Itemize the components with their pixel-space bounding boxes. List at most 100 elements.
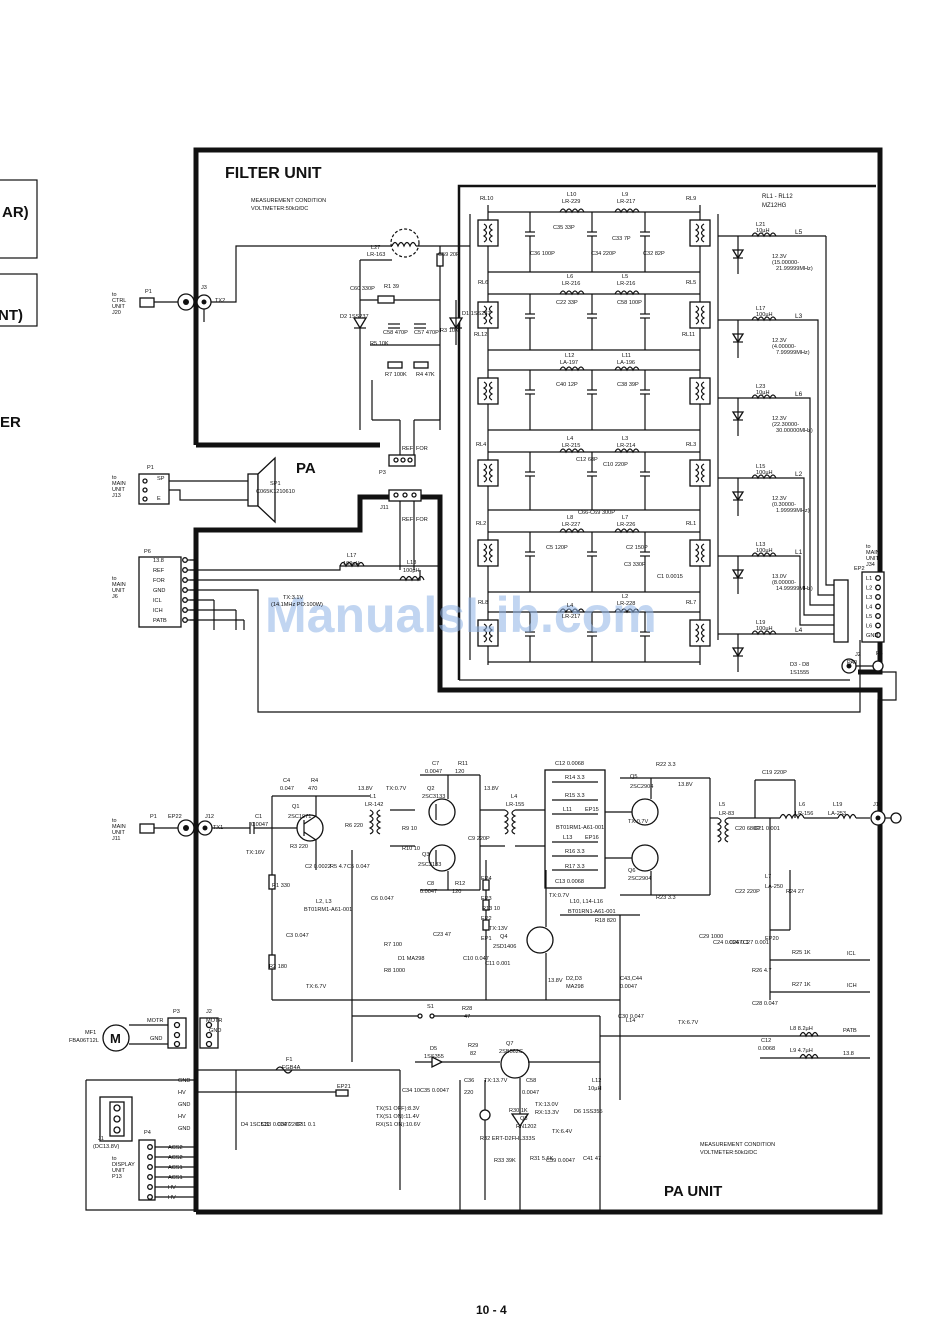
- filter-label-36: RL2: [476, 521, 486, 527]
- band-line-4: L1: [795, 549, 803, 556]
- sp-main: MAIN: [112, 481, 126, 487]
- pa-label-52: C11 0.001: [485, 961, 510, 967]
- filter-label-59: D2 1SS237: [340, 314, 369, 320]
- band-choke-val-3: 100µH: [756, 470, 773, 476]
- pa-amplifier: to MAIN UNIT J11: [112, 671, 902, 1210]
- fan-motor: M: [102, 1017, 219, 1052]
- filter-label-58: R4 47K: [416, 372, 435, 378]
- filter-label-9: C34 220P: [591, 251, 616, 257]
- pa-label-166: J1: [98, 1136, 104, 1142]
- pa-label-135: 10µH: [588, 1086, 602, 1092]
- pa-label-192: J3: [201, 285, 207, 291]
- filter-label-54: R1 39: [384, 284, 399, 290]
- band-range2-4: 14.99999MHz): [776, 586, 813, 592]
- pa-label-153: EP21: [337, 1084, 351, 1090]
- pa-unit-title: PA UNIT: [664, 1183, 722, 1200]
- pa-label-112: 0.0068: [758, 1046, 775, 1052]
- p2-to: to: [866, 544, 871, 550]
- pa-label-178: REF: [402, 446, 414, 452]
- filter-lpf-network: [469, 205, 790, 665]
- sp-j13: J13: [112, 493, 121, 499]
- p4-pin-1: ACS2: [168, 1155, 183, 1161]
- pa-label-130: C58: [526, 1078, 536, 1084]
- filter-measurement-condition: MEASUREMENT CONDITION: [251, 198, 326, 204]
- edge-fragment-1: AR): [2, 204, 29, 221]
- pa-label-15: R5 4.7: [330, 864, 346, 870]
- ctrl-unit: UNIT: [112, 304, 125, 310]
- pa-label-200: J13: [873, 802, 882, 808]
- pa-label-69: TX:0.7V: [549, 893, 569, 899]
- pa-label-78: Q5: [630, 774, 637, 780]
- p4-pin-4: HV: [168, 1185, 176, 1191]
- filter-label-33: C12 68P: [576, 457, 598, 463]
- p2-pin-2: L3: [866, 595, 872, 601]
- pa-label-137: TX(S1 ON):11.4V: [376, 1114, 420, 1120]
- pa-label-172: SP: [157, 476, 165, 482]
- pa-label-167: (DC13.8V): [93, 1144, 120, 1150]
- pa-label-96: LA-250: [765, 884, 783, 890]
- pa-label-72: R18 820: [595, 918, 616, 924]
- pa-label-84: R23 3.3: [656, 895, 676, 901]
- pa-label-5: TX:0.7V: [386, 786, 406, 792]
- pa-label-145: D6 1SS355: [574, 1109, 603, 1115]
- ctrl-input: to CTRL UNIT J20: [112, 245, 392, 322]
- filter-label-15: LR-216: [617, 281, 635, 287]
- pa-label-66: R16 3.3: [565, 849, 585, 855]
- p5-pin-4: ICL: [153, 598, 162, 604]
- pa-label-12: R6 220: [345, 823, 363, 829]
- j1-pin-1: HV: [178, 1090, 186, 1096]
- pa-label-29: C7: [432, 761, 439, 767]
- band-voltage-4: 13.0V: [772, 574, 787, 580]
- pa-label-165: GND: [209, 1028, 221, 1034]
- filter-label-25: C40 12P: [556, 382, 578, 388]
- pa-label-73: D2,D3: [566, 976, 582, 982]
- pa-label-43: C9 220P: [468, 836, 490, 842]
- band-choke-val-1: 100µH: [756, 312, 773, 318]
- pa-label-2: R4: [311, 778, 318, 784]
- pa-label-193: TX2: [215, 298, 225, 304]
- pa-label-103: R25 1K: [792, 950, 811, 956]
- filter-label-1: L10: [567, 192, 576, 198]
- display-to: to: [112, 1156, 117, 1162]
- pa-label-189: J12: [205, 814, 214, 820]
- pa-label-134: L12: [592, 1078, 601, 1084]
- filter-label-29: LR-215: [562, 443, 580, 449]
- pa-label-114: 13.8: [843, 1051, 854, 1057]
- relay-reference: RL1 - RL12: [762, 194, 793, 200]
- pa-label-154: D4 1SC511: [241, 1122, 270, 1128]
- filter-unit-title: FILTER UNIT: [225, 165, 322, 182]
- pa-label-110: PATB: [843, 1028, 857, 1034]
- pa-label-36: R10 10: [402, 846, 420, 852]
- band-choke-1: L17: [756, 306, 765, 312]
- p5-pin-6: PATB: [153, 618, 167, 624]
- filter-label-18: C58 100P: [617, 300, 642, 306]
- pa-label-147: R33 39K: [494, 1158, 516, 1164]
- pa-label-63: BT01RM1-A61-001: [556, 825, 604, 831]
- p2-pin-5: L6: [866, 624, 872, 630]
- pa-label-121: D5: [430, 1046, 437, 1052]
- filter-label-44: C3 330P: [624, 562, 646, 568]
- band-choke-3: L15: [756, 464, 765, 470]
- pa-label-197: P5: [876, 651, 883, 657]
- filter-label-5: RL9: [686, 196, 696, 202]
- band-range-0: (15.00000-: [772, 260, 799, 266]
- speaker: to MAIN UNIT J13: [112, 456, 276, 524]
- p5-j6: J6: [112, 594, 118, 600]
- pa-label-38: 0.0047: [420, 889, 437, 895]
- band-choke-val-4: 100µH: [756, 548, 773, 554]
- p5-pin-5: ICH: [153, 608, 163, 614]
- pa-label-116: C30 0.047: [618, 1014, 644, 1020]
- pa-label-187: P1: [150, 814, 157, 820]
- pa-label-129: 220: [464, 1090, 473, 1096]
- filter-label-8: C36 100P: [530, 251, 555, 257]
- pa-label-196: PA0: [847, 660, 857, 666]
- band-choke-val-5: 100µH: [756, 626, 773, 632]
- pa-label-18: R1 330: [272, 883, 290, 889]
- filter-label-38: LR-227: [562, 522, 580, 528]
- pa-label-185: (14.1MHz PO:100W): [271, 602, 323, 608]
- band-voltage-2: 12.3V: [772, 416, 787, 422]
- pa-label-14: C2 0.0022: [305, 864, 331, 870]
- j1-pin-3: HV: [178, 1114, 186, 1120]
- pa-label-24: R7 100: [384, 942, 402, 948]
